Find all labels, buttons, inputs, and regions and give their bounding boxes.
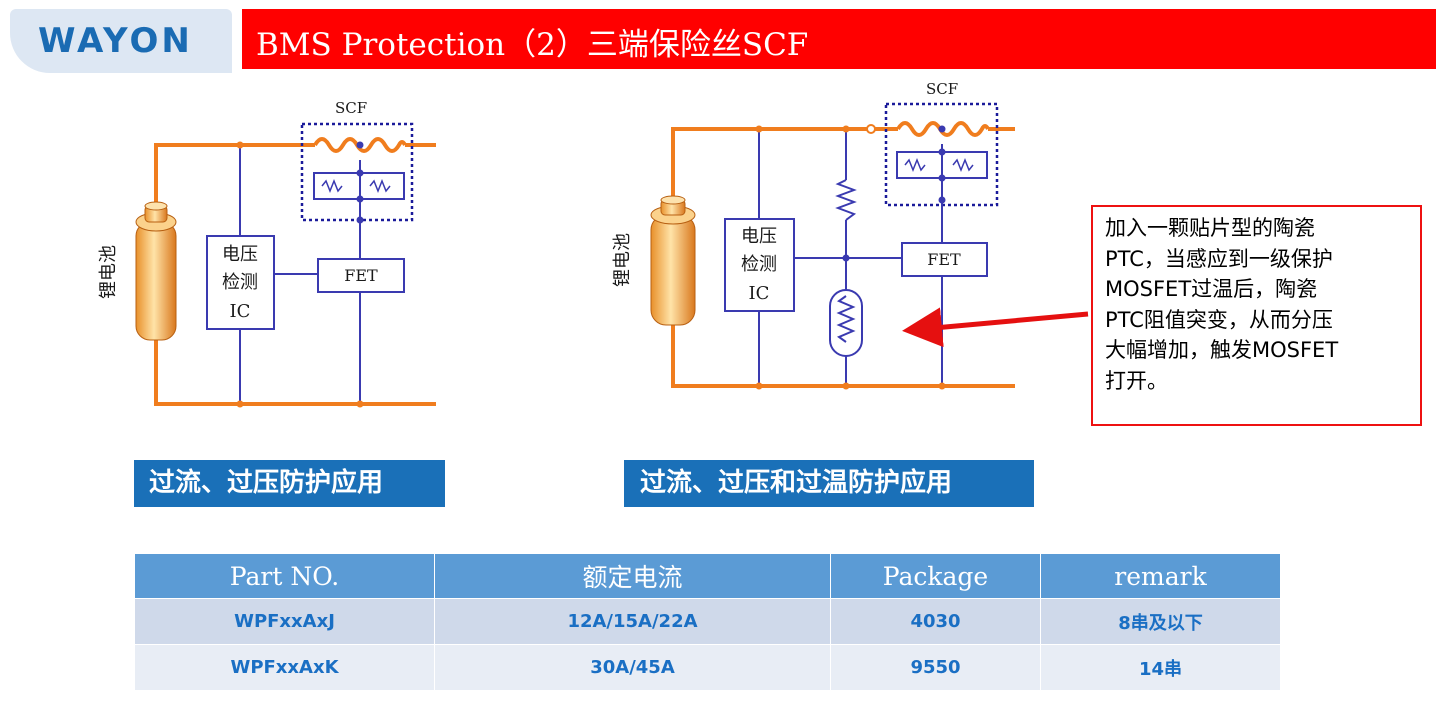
part-table: Part NO. 额定电流 Package remark WPFxxAxJ 12… (134, 553, 1281, 691)
application-label-left: 过流、过压防护应用 (134, 460, 445, 507)
right-scf-fuse (896, 121, 990, 137)
header-remark: remark (1040, 553, 1281, 599)
left-scf-fuse (313, 137, 407, 153)
table-row: WPFxxAxK 30A/45A 9550 14串 (134, 644, 1281, 691)
right-scf-box (884, 102, 999, 207)
right-scf-label: SCF (926, 80, 958, 98)
page-title: BMS Protection（2）三端保险丝SCF (256, 27, 809, 63)
left-ic-line-3: IC (230, 301, 251, 322)
callout-arrow (902, 307, 1089, 348)
left-fet-label: FET (344, 266, 378, 285)
cell-remark: 14串 (1040, 644, 1281, 691)
left-orange-wires (154, 143, 436, 406)
table-header-row: Part NO. 额定电流 Package remark (134, 553, 1281, 599)
left-scf-label: SCF (335, 99, 367, 117)
cell-package: 9550 (830, 644, 1041, 691)
right-battery-label: 锂电池 (612, 233, 633, 287)
left-ic-line-1: 电压 (222, 244, 258, 265)
right-resistor-icon (835, 179, 857, 221)
cell-part-no: WPFxxAxK (134, 644, 435, 691)
application-label-right: 过流、过压和过温防护应用 (624, 460, 1034, 507)
right-fet-box (901, 242, 988, 277)
left-nodes (236, 141, 364, 408)
right-ic-line-1: 电压 (741, 226, 777, 247)
right-battery-icon (650, 195, 696, 326)
right-ic-line-3: IC (749, 283, 770, 304)
right-circuit: SCF (612, 80, 1015, 390)
cell-rated-current: 12A/15A/22A (434, 598, 831, 645)
left-ic-box (206, 235, 275, 330)
table-row: WPFxxAxJ 12A/15A/22A 4030 8串及以下 (134, 598, 1281, 645)
left-scf-resistor (321, 178, 391, 194)
right-orange-wires (671, 127, 1015, 388)
cell-part-no: WPFxxAxJ (134, 598, 435, 645)
title-bar: BMS Protection（2）三端保险丝SCF (242, 9, 1436, 69)
cell-remark: 8串及以下 (1040, 598, 1281, 645)
left-ic-line-2: 检测 (222, 272, 258, 293)
right-ic-line-2: 检测 (741, 254, 777, 275)
right-ic-box (724, 218, 795, 312)
header-rated-current: 额定电流 (434, 553, 831, 599)
right-ptc-thermistor-icon (829, 289, 863, 357)
header-part-no: Part NO. (134, 553, 435, 599)
left-battery-label: 锂电池 (98, 245, 119, 299)
cell-rated-current: 30A/45A (434, 644, 831, 691)
right-scf-resistor (904, 157, 974, 173)
header-package: Package (830, 553, 1041, 599)
logo-area: WAYON (10, 9, 232, 73)
right-fet-label: FET (927, 250, 961, 269)
right-nodes (755, 125, 946, 390)
cell-package: 4030 (830, 598, 1041, 645)
callout-box: 加入一颗贴片型的陶瓷 PTC，当感应到一级保护 MOSFET过温后，陶瓷 PTC… (1091, 205, 1422, 426)
left-battery-icon (135, 201, 177, 341)
left-circuit: SCF 锂电池 (98, 99, 436, 408)
company-logo: WAYON (38, 21, 193, 61)
left-fet-box (317, 258, 405, 293)
callout-text: 加入一颗贴片型的陶瓷 PTC，当感应到一级保护 MOSFET过温后，陶瓷 PTC… (1105, 216, 1339, 393)
